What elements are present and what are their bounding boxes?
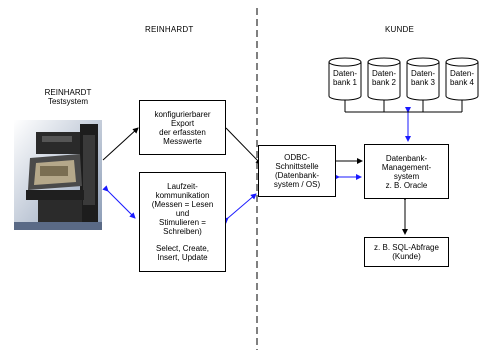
arrow-comm-odbc (222, 193, 257, 224)
export-box: konfigurierbarer Export der erfassten Me… (139, 100, 226, 155)
odbc-line-3: (Datenbank- (274, 171, 320, 180)
arrow-photo-to-export (102, 127, 139, 161)
database-1-label-2: bank 1 (333, 78, 358, 87)
dbms-line-3: system (393, 171, 420, 181)
comm-line-4: und (175, 209, 190, 218)
database-2-icon: Daten-bank 2 (367, 57, 401, 101)
testsystem-label: REINHARDT Testsystem (38, 88, 98, 106)
communication-box: Laufzeit- kommunikation (Messen = Lesen … (139, 172, 226, 272)
dbms-line-4: z. B. Oracle (385, 180, 428, 190)
testsystem-label-line1: REINHARDT (44, 88, 92, 97)
comm-line-3: (Messen = Lesen (151, 200, 214, 209)
sql-line-2: (Kunde) (392, 252, 421, 261)
database-3-label-1: Daten- (411, 69, 435, 78)
arrow-photo-comm (102, 185, 136, 219)
database-4-label-2: bank 4 (450, 78, 475, 87)
database-4-label-1: Daten- (450, 69, 474, 78)
comm-line-6: Schreiben) (163, 227, 202, 236)
odbc-line-2: Schnittstelle (275, 162, 319, 171)
comm-line-8: Insert, Update (157, 253, 208, 262)
odbc-line-1: ODBC- (284, 153, 310, 162)
comm-line-5: Stimulieren = (159, 218, 206, 227)
dbms-line-2: Management- (381, 162, 432, 172)
arrow-export-to-odbc (225, 127, 262, 165)
database-4-icon: Daten-bank 4 (445, 57, 479, 101)
export-line-2: Export (170, 118, 195, 128)
comm-line-1: Laufzeit- (167, 182, 198, 191)
dbms-box: Datenbank- Management- system z. B. Orac… (364, 144, 449, 199)
comm-line-7: Select, Create, (156, 244, 209, 253)
odbc-box: ODBC- Schnittstelle (Datenbank- system /… (258, 145, 336, 197)
comm-line-2: kommunikation (155, 191, 210, 200)
database-2-label-1: Daten- (372, 69, 396, 78)
database-1-label-1: Daten- (333, 69, 357, 78)
export-line-4: Messwerte (163, 136, 202, 146)
database-3-icon: Daten-bank 3 (406, 57, 440, 101)
export-line-1: konfigurierbarer (154, 109, 211, 119)
database-1-icon: Daten-bank 1 (328, 57, 362, 101)
odbc-line-4: system / OS) (273, 180, 321, 189)
database-3-label-2: bank 3 (411, 78, 436, 87)
sql-line-1: z. B. SQL-Abfrage (374, 243, 439, 252)
testsystem-label-line2: Testsystem (47, 97, 88, 106)
header-kunde: KUNDE (385, 25, 415, 34)
header-reinhardt: REINHARDT (145, 25, 194, 34)
dbms-line-1: Datenbank- (385, 153, 428, 163)
testsystem-photo (14, 120, 102, 230)
sql-box: z. B. SQL-Abfrage (Kunde) (364, 237, 449, 267)
database-2-label-2: bank 2 (372, 78, 397, 87)
export-line-3: der erfassten (159, 127, 206, 137)
